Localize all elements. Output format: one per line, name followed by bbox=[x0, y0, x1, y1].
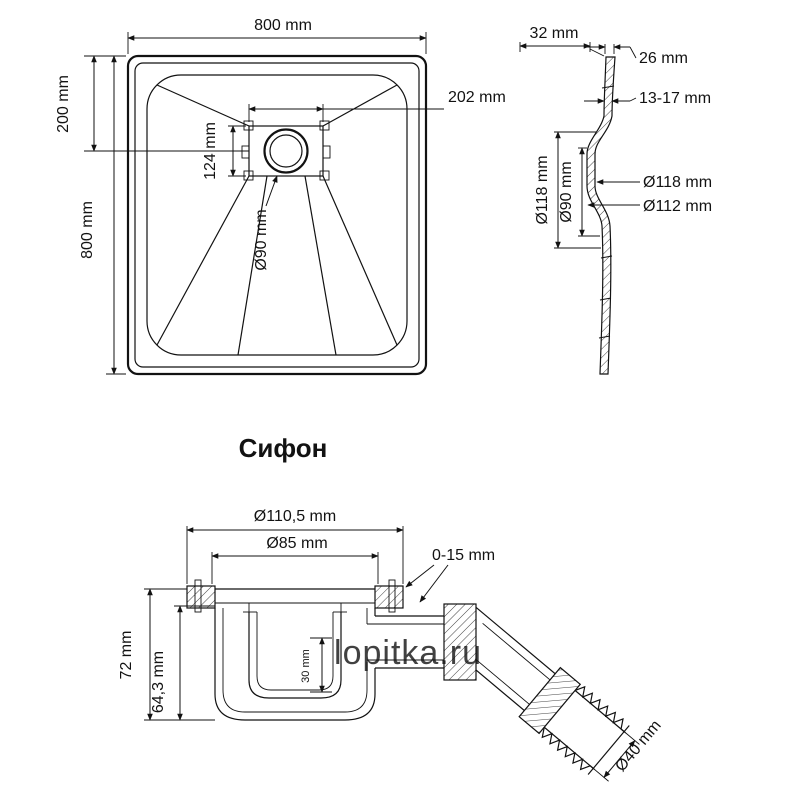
drain-hole-outer-circle bbox=[263, 128, 309, 174]
siphon-outlet-horizontal bbox=[367, 615, 450, 669]
dim-label-d90mm-top-view: Ø90 mm bbox=[253, 209, 270, 270]
dimension-d90-vertical: Ø90 mm bbox=[558, 147, 600, 237]
drain-plate-tab bbox=[243, 120, 254, 131]
profile-segment-ticks bbox=[598, 85, 615, 339]
tray-top-view: 800 mm 200 mm 800 mm 202 mm bbox=[55, 17, 506, 376]
dimension-h72: 72 mm bbox=[118, 588, 215, 721]
dim-label-30mm: 30 mm bbox=[300, 649, 312, 683]
dim-label-d110-5mm: Ø110,5 mm bbox=[254, 508, 336, 525]
dim-label-d40mm: Ø40 mm bbox=[612, 717, 664, 775]
dimension-h30: 30 mm bbox=[300, 637, 332, 693]
drain-plate-tab bbox=[322, 145, 331, 159]
tray-outer-edge bbox=[126, 54, 428, 376]
drain-plate-tab bbox=[319, 120, 330, 131]
corrugated-pipe-bottom bbox=[541, 727, 594, 771]
dimension-adjust-height: 0-15 mm bbox=[405, 547, 495, 603]
drain-hole-inner-circle bbox=[269, 134, 303, 168]
drain-plate-tab bbox=[241, 145, 250, 159]
dimension-d118-vertical: Ø118 mm bbox=[534, 131, 601, 249]
corrugated-pipe-top bbox=[574, 685, 625, 733]
siphon-top-flange bbox=[186, 579, 404, 613]
tray-inner-slope-edge bbox=[146, 74, 408, 356]
siphon-cross-section: Ø110,5 mm Ø85 mm 0-15 mm 72 mm 64,3 mm bbox=[118, 508, 665, 782]
tray-rim-line bbox=[134, 62, 420, 368]
dimension-d85: Ø85 mm bbox=[211, 535, 379, 584]
dimension-drain-offset-left: 200 mm bbox=[55, 55, 249, 152]
flange-screw-right bbox=[388, 579, 396, 613]
dim-label-d90mm-vertical: Ø90 mm bbox=[558, 161, 575, 222]
tray-profile bbox=[586, 56, 616, 375]
dim-label-200mm-left: 200 mm bbox=[55, 75, 72, 133]
siphon-body bbox=[214, 608, 376, 721]
dim-label-800mm-left: 800 mm bbox=[79, 201, 96, 259]
siphon-inner-cup bbox=[243, 611, 347, 699]
dim-label-d112mm-right: Ø112 mm bbox=[643, 198, 712, 215]
siphon-section-title: Сифон bbox=[239, 433, 328, 463]
drain-plate bbox=[248, 125, 324, 177]
dim-label-202mm: 202 mm bbox=[448, 89, 506, 106]
dim-label-32mm: 32 mm bbox=[530, 25, 579, 42]
drain-plate-tab bbox=[243, 170, 254, 181]
flange-screw-left bbox=[194, 579, 202, 613]
dimension-thickness: 13-17 mm bbox=[584, 90, 711, 107]
dim-label-26mm: 26 mm bbox=[639, 50, 688, 67]
dim-label-d118mm-right: Ø118 mm bbox=[643, 174, 712, 191]
dim-label-64-3mm: 64,3 mm bbox=[150, 651, 167, 713]
dimension-rim-26: 26 mm bbox=[585, 44, 688, 67]
dimension-d110: Ø110,5 mm bbox=[186, 508, 404, 584]
dimension-d118-right: Ø118 mm bbox=[596, 174, 712, 191]
dimension-d112-right: Ø112 mm bbox=[587, 198, 712, 215]
slope-fold-lines bbox=[156, 84, 398, 356]
dimension-drain-width: 202 mm bbox=[248, 89, 506, 122]
elbow-union-nut bbox=[518, 666, 582, 735]
dimension-drain-hole: Ø90 mm bbox=[253, 175, 278, 271]
drain-assembly bbox=[241, 120, 331, 181]
dim-label-124mm: 124 mm bbox=[202, 122, 219, 180]
dim-label-72mm: 72 mm bbox=[118, 631, 135, 680]
dim-label-13-17mm: 13-17 mm bbox=[639, 90, 711, 107]
dimension-h64: 64,3 mm bbox=[150, 605, 215, 721]
dim-label-d85mm: Ø85 mm bbox=[266, 535, 327, 552]
watermark-text: lopitka.ru bbox=[334, 634, 482, 672]
dim-label-0-15mm: 0-15 mm bbox=[432, 547, 495, 564]
dimension-height-left: 800 mm bbox=[79, 55, 126, 375]
body-union-nut bbox=[443, 603, 477, 681]
dim-label-d118mm-vertical: Ø118 mm bbox=[534, 155, 551, 224]
dimension-edge-32: 32 mm bbox=[519, 25, 605, 57]
dim-label-800mm-top: 800 mm bbox=[254, 17, 312, 34]
dimension-width-top: 800 mm bbox=[127, 17, 427, 54]
dimension-plate-height: 124 mm bbox=[202, 122, 246, 180]
tray-side-section: 32 mm 26 mm 13-17 mm Ø118 mm Ø112 mm bbox=[519, 25, 712, 375]
